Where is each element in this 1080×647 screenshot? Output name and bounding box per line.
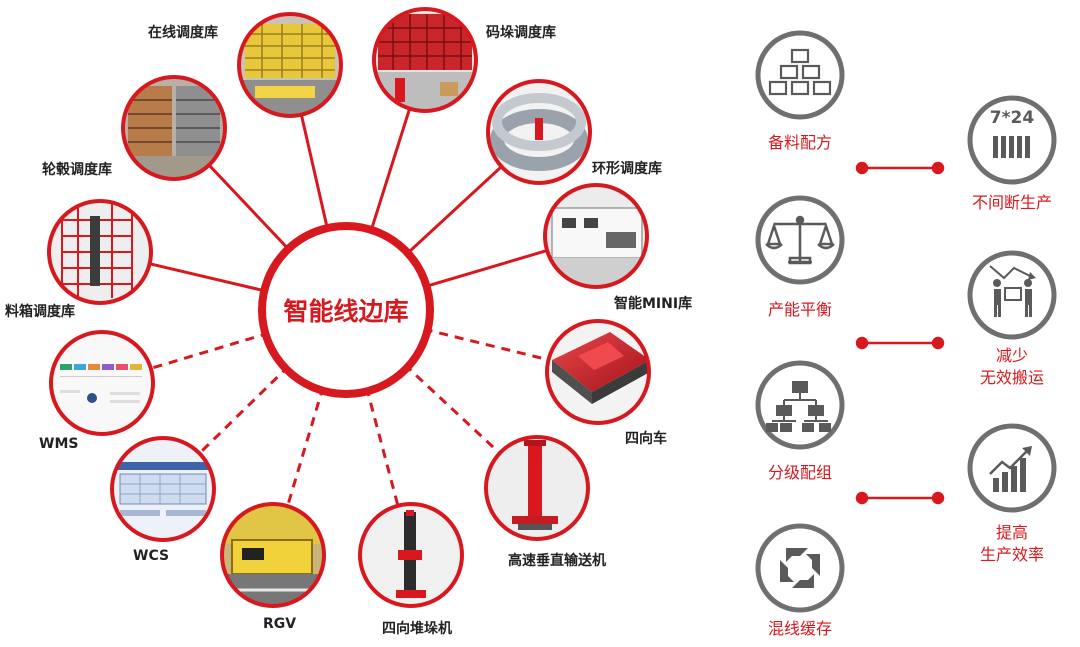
people-carry-icon xyxy=(967,250,1057,340)
growth-chart-icon xyxy=(967,423,1057,513)
feature-label-nonstop-production: 不间断生产 xyxy=(972,192,1052,214)
hierarchy-icon xyxy=(755,360,845,450)
node-label-online-scheduling: 在线调度库 xyxy=(148,25,218,41)
node-image-wms xyxy=(49,330,155,436)
node-label-four-way-shuttle: 四向车 xyxy=(625,431,667,447)
node-image-wcs xyxy=(110,436,216,542)
node-label-ring-scheduling: 环形调度库 xyxy=(592,161,662,177)
octagon-swirl-icon xyxy=(755,523,845,613)
node-image-rgv xyxy=(220,502,326,608)
clock-bars-icon-text: 7*24 xyxy=(989,108,1035,128)
feature-label-mixed-line-buffer: 混线缓存 xyxy=(767,619,833,638)
feature-label-graded-grouping: 分级配组 xyxy=(767,463,833,482)
feature-label-reduce-handling: 减少 无效搬运 xyxy=(980,345,1044,389)
center-title: 智能线边库 xyxy=(283,297,409,326)
node-image-ring-scheduling xyxy=(486,79,592,185)
feature-label-line: 生产效率 xyxy=(979,545,1045,564)
node-label-vertical-conveyor: 高速垂直输送机 xyxy=(508,553,606,569)
node-image-smart-mini-store xyxy=(543,183,649,289)
balance-scale-icon xyxy=(755,195,845,285)
node-label-wms: WMS xyxy=(39,436,79,452)
node-label-hub-scheduling: 轮毂调度库 xyxy=(42,162,112,178)
node-image-vertical-conveyor xyxy=(484,435,590,541)
boxes-grid-icon xyxy=(755,30,845,120)
feature-label-line: 不间断生产 xyxy=(971,193,1053,212)
node-image-online-scheduling xyxy=(237,12,343,118)
node-label-rgv: RGV xyxy=(263,616,297,632)
node-label-wcs: WCS xyxy=(133,548,170,564)
center-hub-circle xyxy=(258,222,434,398)
feature-label-line: 减少 xyxy=(995,346,1029,365)
node-label-smart-mini-store: 智能MINI库 xyxy=(614,296,693,312)
feature-connectors xyxy=(855,161,945,505)
connector-line xyxy=(344,308,539,490)
node-label-four-way-stacker: 四向堆垛机 xyxy=(382,621,452,637)
node-image-hub-scheduling xyxy=(121,75,227,181)
feature-label-capacity-balance: 产能平衡 xyxy=(767,300,833,319)
node-label-palletizing-scheduling: 码垛调度库 xyxy=(486,25,556,41)
node-image-four-way-shuttle xyxy=(545,319,651,425)
feature-label-line: 提高 xyxy=(995,523,1029,542)
node-image-four-way-stacker xyxy=(358,502,464,608)
feature-label-improve-efficiency: 提高 生产效率 xyxy=(980,522,1044,566)
feature-label-line: 无效搬运 xyxy=(979,368,1045,387)
node-label-bin-scheduling: 料箱调度库 xyxy=(5,304,75,320)
node-image-palletizing-scheduling xyxy=(372,7,478,113)
clock-bars-icon xyxy=(967,95,1057,185)
node-image-bin-scheduling xyxy=(47,199,153,305)
feature-label-material-recipe: 备料配方 xyxy=(767,133,833,152)
